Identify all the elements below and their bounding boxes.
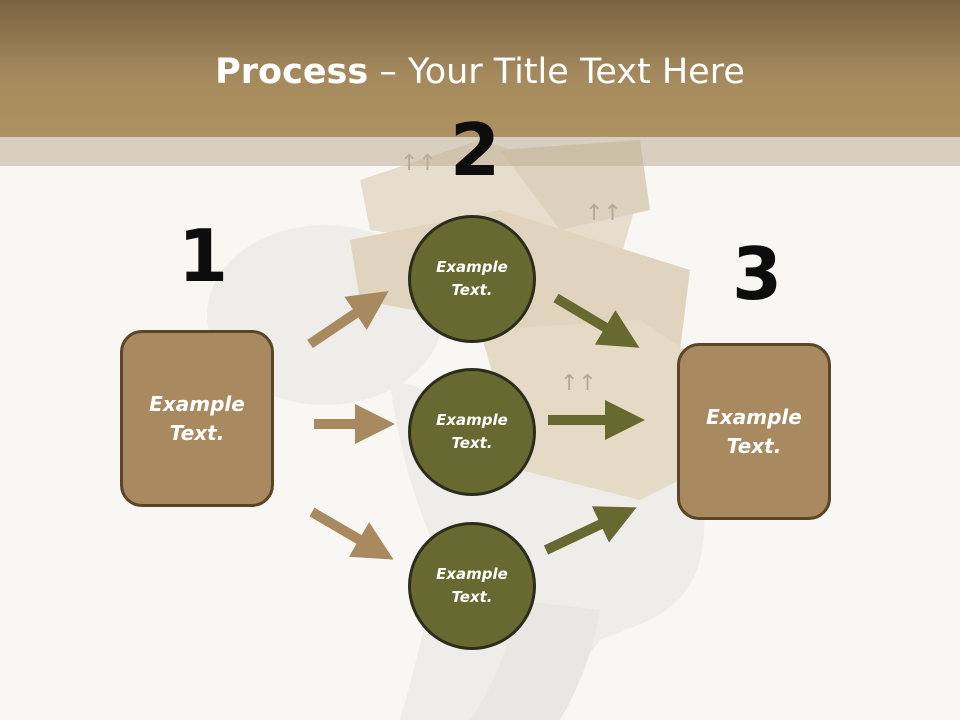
- title-bold: Process: [215, 52, 369, 92]
- title-rest: – Your Title Text Here: [368, 52, 745, 92]
- circle-bottom-line1: Example: [436, 565, 508, 583]
- header-band: [0, 137, 960, 166]
- arrow-bottom-to-3: [543, 506, 637, 555]
- svg-text:↑↑: ↑↑: [560, 371, 597, 396]
- step-3-text-line1: Example: [706, 404, 802, 429]
- step-1-text-line1: Example: [149, 391, 245, 416]
- step-3-text-line2: Text.: [726, 433, 782, 458]
- arrow-top-to-3: [553, 293, 640, 348]
- step-2-circle-bottom: Example Text.: [408, 522, 536, 650]
- circle-middle-line2: Text.: [451, 434, 493, 452]
- circle-middle-line1: Example: [436, 411, 508, 429]
- step-3-box: Example Text.: [677, 343, 831, 520]
- step-number-2: 2: [450, 108, 501, 192]
- step-number-3: 3: [732, 232, 783, 316]
- step-2-circle-middle: Example Text.: [408, 368, 536, 496]
- step-number-1: 1: [178, 214, 229, 298]
- header-bar: [0, 0, 960, 137]
- slide-title: Process – Your Title Text Here: [0, 52, 960, 92]
- step-1-box: Example Text.: [120, 330, 274, 507]
- step-2-circle-top: Example Text.: [408, 215, 536, 343]
- circle-top-line2: Text.: [451, 281, 493, 299]
- circle-top-line1: Example: [436, 258, 508, 276]
- circle-bottom-line2: Text.: [451, 588, 493, 606]
- arrow-1-to-bottom: [309, 507, 394, 560]
- arrow-1-to-top: [307, 291, 389, 349]
- svg-text:↑↑: ↑↑: [585, 201, 622, 226]
- step-1-text-line2: Text.: [169, 420, 225, 445]
